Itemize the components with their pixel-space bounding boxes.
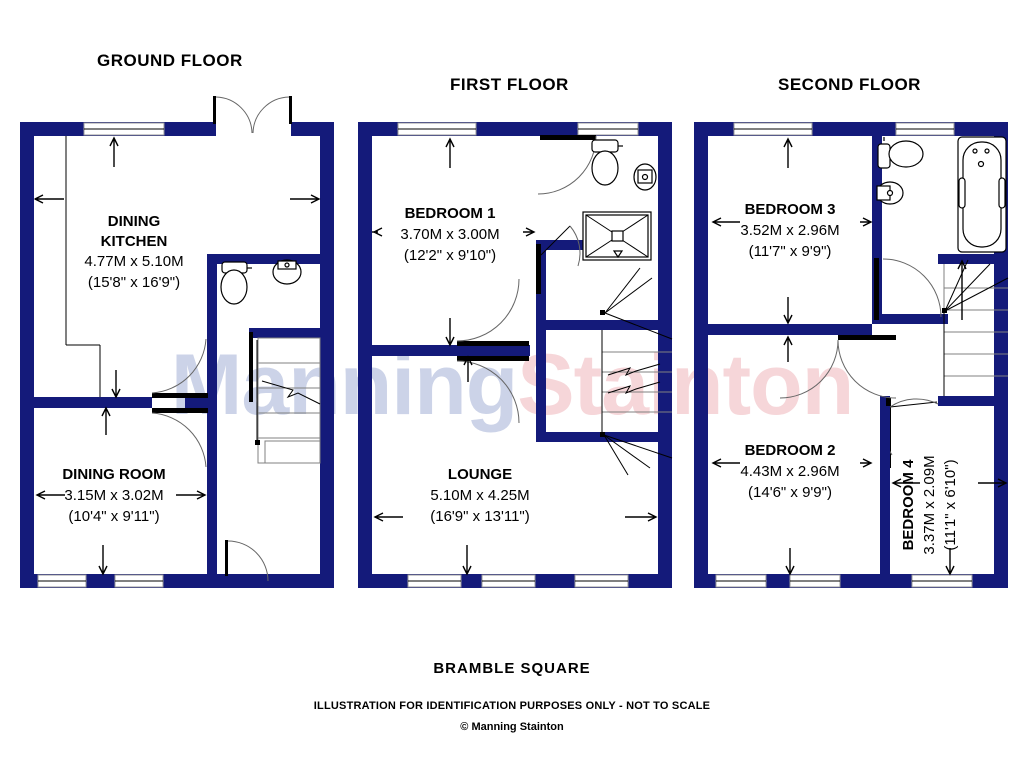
first-windows-top — [397, 122, 639, 136]
room-label-bedroom-4: BEDROOM 4 — [900, 459, 917, 551]
ground-mid-wall — [20, 393, 217, 413]
room-dim-metric-bedroom-2: 4.43M x 2.96M — [740, 463, 839, 480]
second-staircase — [942, 259, 1009, 396]
room-label-dining-kitchen-2: KITCHEN — [101, 233, 168, 250]
room-dim-imperial-bedroom-3: (11'7" x 9'9") — [749, 243, 832, 260]
room-dim-imperial-dining-kitchen: (15'8" x 16'9") — [88, 274, 180, 291]
room-label-lounge: LOUNGE — [448, 466, 512, 483]
first-bathroom-walls — [536, 135, 672, 330]
first-bedroom1-door — [372, 278, 530, 424]
floor-ground: DINING KITCHEN 4.77M x 5.10M (15'8" x 16… — [20, 96, 334, 588]
first-basin — [633, 163, 657, 191]
ground-staircase — [255, 337, 321, 464]
ground-walls — [20, 96, 334, 588]
ground-wc-walls — [207, 254, 320, 328]
second-bedroom4-door — [884, 398, 939, 456]
room-label-dining-room: DINING ROOM — [62, 466, 165, 483]
second-windows-top — [733, 122, 955, 136]
floor-second: BEDROOM 3 3.52M x 2.96M (11'7" x 9'9") B… — [694, 122, 1009, 588]
property-address: BRAMBLE SQUARE — [433, 660, 591, 677]
first-room-labels: BEDROOM 1 3.70M x 3.00M (12'2" x 9'10") … — [400, 205, 529, 525]
room-dim-metric-lounge: 5.10M x 4.25M — [430, 487, 529, 504]
ground-front-door — [225, 540, 269, 582]
room-label-bedroom-2: BEDROOM 2 — [745, 442, 836, 459]
room-dim-imperial-bedroom-2: (14'6" x 9'9") — [748, 484, 832, 501]
floor-title-first: FIRST FLOOR — [450, 75, 569, 94]
second-bottom-windows — [715, 574, 973, 588]
room-dim-metric-dining-room: 3.15M x 3.02M — [64, 487, 163, 504]
room-dim-imperial-bedroom-1: (12'2" x 9'10") — [404, 247, 496, 264]
ground-entrance-doors — [215, 96, 290, 134]
ground-dining-windows — [37, 574, 164, 588]
room-label-bedroom-3: BEDROOM 3 — [745, 201, 836, 218]
ground-room-labels: DINING KITCHEN 4.77M x 5.10M (15'8" x 16… — [62, 213, 183, 525]
room-dim-metric-dining-kitchen: 4.77M x 5.10M — [84, 253, 183, 270]
room-dim-imperial-dining-room: (10'4" x 9'11") — [68, 508, 159, 525]
second-bathtub — [957, 136, 1007, 253]
room-dim-metric-bedroom-3: 3.52M x 2.96M — [740, 222, 839, 239]
ground-wc-basin — [272, 259, 302, 285]
room-label-bedroom-1: BEDROOM 1 — [405, 205, 496, 222]
first-shower-tray — [582, 211, 652, 261]
second-dimension-arrows — [711, 137, 1008, 576]
disclaimer-text: ILLUSTRATION FOR IDENTIFICATION PURPOSES… — [313, 700, 711, 712]
room-dim-imperial-lounge: (16'9" x 13'11") — [430, 508, 530, 525]
room-dim-metric-bedroom-4: 3.37M x 2.09M — [921, 455, 938, 554]
second-bedroom2-door — [708, 324, 897, 399]
ground-dimension-arrows — [34, 136, 321, 576]
second-room-labels: BEDROOM 3 3.52M x 2.96M (11'7" x 9'9") B… — [740, 201, 959, 555]
floor-title-ground: GROUND FLOOR — [97, 51, 243, 70]
first-staircase — [600, 267, 673, 476]
first-toilet — [591, 139, 623, 186]
floor-title-second: SECOND FLOOR — [778, 75, 921, 94]
ground-hall-walls — [207, 328, 320, 588]
first-stair-walls — [536, 330, 672, 442]
second-basin — [876, 181, 904, 205]
first-lounge-windows — [407, 574, 629, 588]
first-dimension-arrows — [372, 137, 658, 576]
ground-kitchen-window — [83, 122, 165, 136]
floor-first: BEDROOM 1 3.70M x 3.00M (12'2" x 9'10") … — [358, 122, 673, 588]
room-label-dining-kitchen: DINING — [108, 213, 161, 230]
copyright-text: © Manning Stainton — [460, 721, 564, 733]
room-dim-metric-bedroom-1: 3.70M x 3.00M — [400, 226, 499, 243]
ground-wc-toilet — [220, 261, 252, 305]
room-dim-imperial-bedroom-4: (11'1" x 6'10") — [942, 459, 959, 550]
second-toilet — [877, 137, 924, 169]
